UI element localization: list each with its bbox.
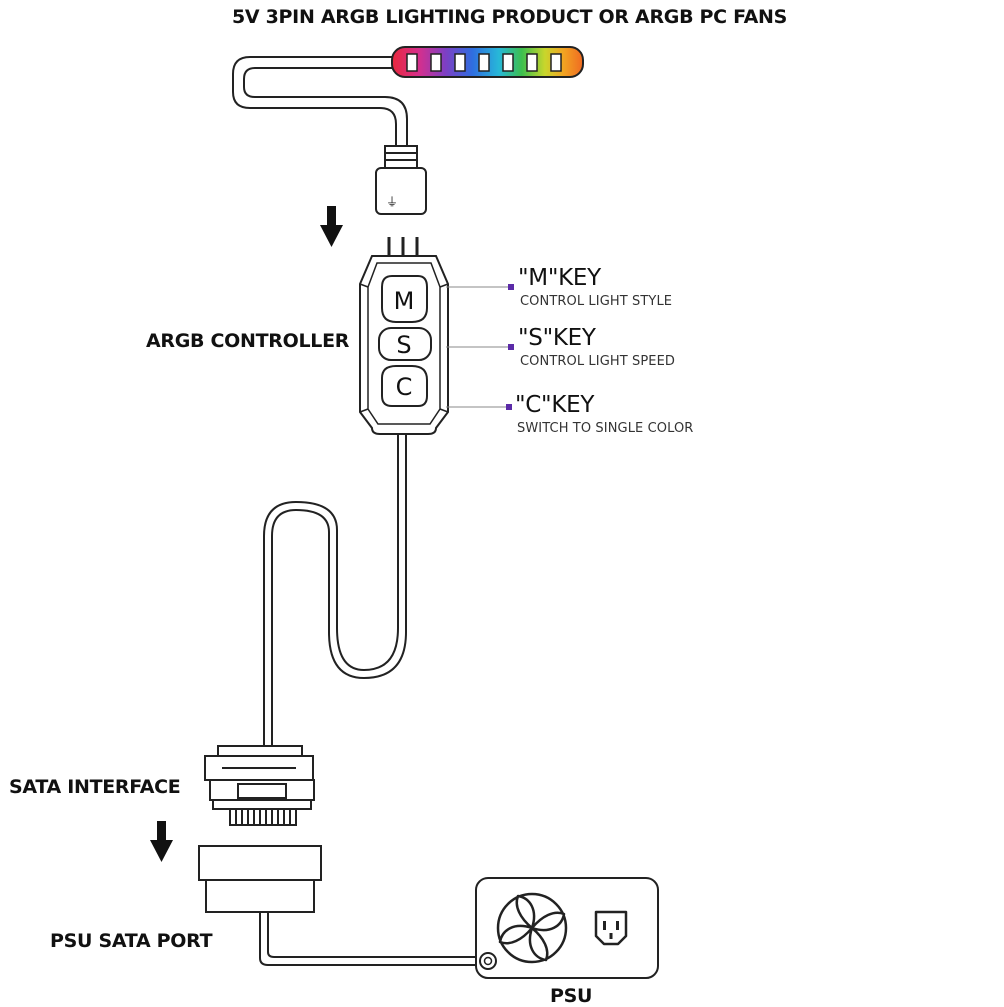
psu-power-socket-icon bbox=[594, 910, 628, 946]
controller-label: ARGB CONTROLLER bbox=[146, 330, 350, 352]
c-key-letter: C bbox=[396, 373, 413, 401]
c-key-desc: SWITCH TO SINGLE COLOR bbox=[517, 421, 694, 436]
sata-cable bbox=[263, 434, 407, 746]
m-key-title: "M"KEY bbox=[518, 265, 601, 291]
s-key-title: "S"KEY bbox=[518, 325, 596, 351]
strip-cable bbox=[232, 56, 408, 146]
arrow-down-icon bbox=[150, 821, 173, 862]
psu-sata-port bbox=[198, 845, 322, 913]
s-key-letter: S bbox=[396, 331, 411, 359]
key-leader-dots bbox=[506, 284, 514, 410]
psu-cable bbox=[259, 912, 482, 966]
sata-connector bbox=[204, 745, 315, 826]
psu-fan-icon bbox=[496, 892, 568, 964]
diagram-title: 5V 3PIN ARGB LIGHTING PRODUCT OR ARGB PC… bbox=[232, 6, 788, 28]
led-strip bbox=[391, 46, 584, 78]
c-key-button: C bbox=[381, 365, 428, 407]
psu-sata-port-label: PSU SATA PORT bbox=[50, 930, 213, 952]
sata-interface-label: SATA INTERFACE bbox=[9, 776, 181, 798]
s-key-button: S bbox=[378, 327, 432, 361]
s-key-desc: CONTROL LIGHT SPEED bbox=[520, 354, 676, 369]
m-key-desc: CONTROL LIGHT STYLE bbox=[520, 294, 673, 309]
key-leader-lines bbox=[446, 286, 510, 408]
m-key-button: M bbox=[381, 275, 428, 323]
m-key-letter: M bbox=[394, 287, 415, 315]
arrow-down-icon bbox=[320, 206, 343, 247]
controller-pins bbox=[387, 237, 419, 256]
psu-label: PSU bbox=[550, 985, 593, 1007]
c-key-title: "C"KEY bbox=[515, 392, 595, 418]
ground-icon: ⏚ bbox=[386, 195, 398, 209]
argb-3pin-connector bbox=[375, 145, 427, 215]
